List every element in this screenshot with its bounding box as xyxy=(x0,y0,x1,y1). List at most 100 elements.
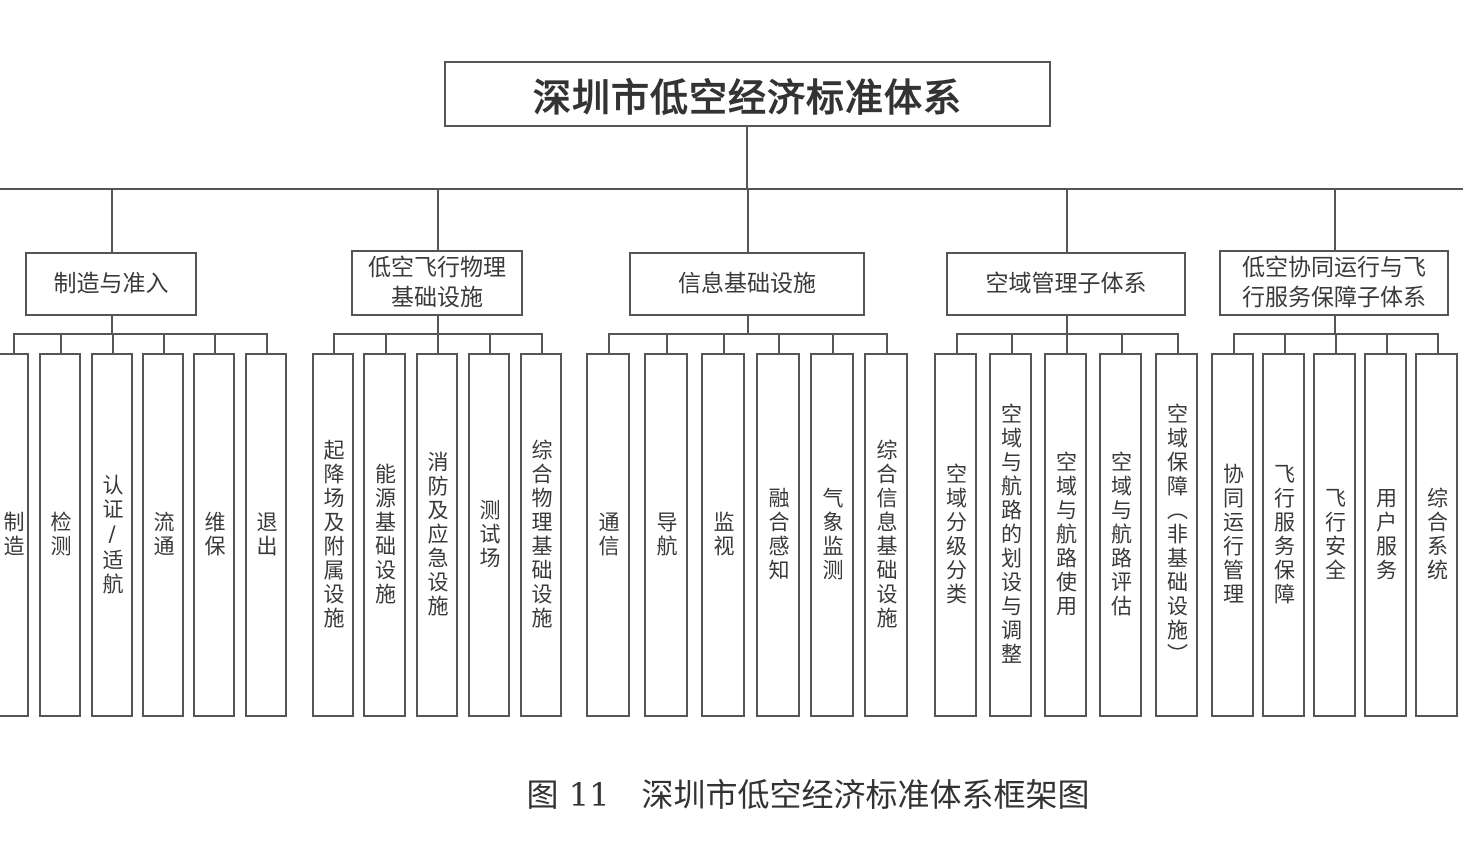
leaf-label: 监视 xyxy=(711,511,735,559)
main-branch-line xyxy=(0,188,1463,190)
group-stem xyxy=(111,316,113,334)
leaf-connector xyxy=(1437,333,1439,354)
leaf-connector xyxy=(214,333,216,354)
leaf-label: 消防及应急设施 xyxy=(425,451,449,619)
leaf-connector xyxy=(60,333,62,354)
leaf-node: 测试场 xyxy=(468,353,510,717)
leaf-connector xyxy=(1386,333,1388,354)
leaf-branch-line xyxy=(608,333,888,335)
leaf-label: 综合信息基础设施 xyxy=(874,439,898,631)
leaf-node: 检测 xyxy=(39,353,81,717)
group-label: 低空飞行物理基础设施 xyxy=(368,255,506,311)
leaf-connector xyxy=(437,333,439,354)
leaf-node: 气象监测 xyxy=(810,353,854,717)
leaf-label: 空域分级分类 xyxy=(943,463,968,607)
group-connector xyxy=(747,189,749,252)
group-label: 低空协同运行与飞行服务保障子体系 xyxy=(1242,255,1426,311)
leaf-node: 退出 xyxy=(245,353,287,717)
group-node-1: 制造与准入 xyxy=(25,252,197,316)
figure-caption: 图 11 深圳市低空经济标准体系框架图 xyxy=(526,776,1090,814)
leaf-node: 空域分级分类 xyxy=(934,353,977,717)
leaf-node: 综合信息基础设施 xyxy=(864,353,908,717)
root-connector xyxy=(746,126,748,190)
leaf-node: 空域与航路的划设与调整 xyxy=(989,353,1032,717)
leaf-branch-line xyxy=(13,333,268,335)
leaf-connector xyxy=(1011,333,1013,354)
leaf-node: 空域与航路评估 xyxy=(1099,353,1142,717)
leaf-connector xyxy=(1066,333,1068,354)
group-stem xyxy=(747,316,749,334)
leaf-label: 导航 xyxy=(654,511,678,559)
group-stem xyxy=(1066,316,1068,334)
leaf-node: 消防及应急设施 xyxy=(416,353,458,717)
leaf-label: 流通 xyxy=(151,511,175,559)
leaf-node: 维保 xyxy=(193,353,235,717)
group-stem xyxy=(1334,316,1336,334)
leaf-node: 用户服务 xyxy=(1364,353,1407,717)
leaf-label: 综合系统 xyxy=(1424,487,1449,583)
leaf-node: 空域与航路使用 xyxy=(1044,353,1087,717)
group-connector xyxy=(111,189,113,252)
leaf-label: 综合物理基础设施 xyxy=(529,439,553,631)
leaf-label: 起降场及附属设施 xyxy=(321,439,345,631)
leaf-connector xyxy=(956,333,958,354)
leaf-node: 协同运行管理 xyxy=(1211,353,1254,717)
leaf-label: 制造 xyxy=(1,511,25,559)
leaf-node: 导航 xyxy=(644,353,688,717)
root-node: 深圳市低空经济标准体系 xyxy=(444,61,1051,127)
leaf-label: 协同运行管理 xyxy=(1220,463,1245,607)
leaf-connector xyxy=(385,333,387,354)
leaf-label: 退出 xyxy=(254,511,278,559)
group-connector xyxy=(1066,189,1068,252)
leaf-label: 空域与航路使用 xyxy=(1053,451,1078,619)
group-node-2: 低空飞行物理基础设施 xyxy=(351,250,523,316)
leaf-connector xyxy=(13,333,15,354)
leaf-connector xyxy=(541,333,543,354)
leaf-connector xyxy=(832,333,834,354)
group-stem xyxy=(437,316,439,334)
leaf-node: 飞行安全 xyxy=(1313,353,1356,717)
group-node-4: 空域管理子体系 xyxy=(946,252,1186,316)
leaf-connector xyxy=(1335,333,1337,354)
leaf-label: 能源基础设施 xyxy=(372,463,397,607)
leaf-connector xyxy=(723,333,725,354)
leaf-label: 维保 xyxy=(202,511,226,559)
leaf-connector xyxy=(489,333,491,354)
group-connector xyxy=(437,189,439,250)
leaf-label: 空域与航路评估 xyxy=(1108,451,1133,619)
group-connector xyxy=(1334,189,1336,250)
leaf-node: 飞行服务保障 xyxy=(1262,353,1305,717)
leaf-connector xyxy=(886,333,888,354)
leaf-label: 用户服务 xyxy=(1373,487,1398,583)
leaf-label: 气象监测 xyxy=(820,487,844,583)
leaf-connector xyxy=(1233,333,1235,354)
leaf-label: 检测 xyxy=(48,511,72,559)
leaf-node: 监视 xyxy=(701,353,745,717)
leaf-label: 飞行安全 xyxy=(1322,487,1347,583)
leaf-node: 起降场及附属设施 xyxy=(312,353,354,717)
leaf-label: 认证/适航 xyxy=(100,473,124,597)
leaf-connector xyxy=(112,333,114,354)
group-label: 空域管理子体系 xyxy=(985,271,1147,297)
leaf-label: 空域保障（非基础设施） xyxy=(1164,403,1189,667)
leaf-label: 通信 xyxy=(596,511,620,559)
leaf-connector xyxy=(608,333,610,354)
group-node-5: 低空协同运行与飞行服务保障子体系 xyxy=(1219,250,1449,316)
leaf-node: 空域保障（非基础设施） xyxy=(1155,353,1198,717)
leaf-connector xyxy=(666,333,668,354)
group-label: 制造与准入 xyxy=(53,271,169,297)
leaf-node: 流通 xyxy=(142,353,184,717)
leaf-connector xyxy=(163,333,165,354)
leaf-label: 空域与航路的划设与调整 xyxy=(998,403,1023,667)
leaf-connector xyxy=(1177,333,1179,354)
group-label: 信息基础设施 xyxy=(678,271,816,297)
group-node-3: 信息基础设施 xyxy=(629,252,865,316)
leaf-node: 融合感知 xyxy=(756,353,800,717)
leaf-connector xyxy=(266,333,268,354)
leaf-node: 认证/适航 xyxy=(91,353,133,717)
leaf-label: 飞行服务保障 xyxy=(1271,463,1296,607)
leaf-node: 通信 xyxy=(586,353,630,717)
leaf-label: 测试场 xyxy=(477,499,501,571)
leaf-label: 融合感知 xyxy=(766,487,790,583)
leaf-node: 综合物理基础设施 xyxy=(520,353,562,717)
